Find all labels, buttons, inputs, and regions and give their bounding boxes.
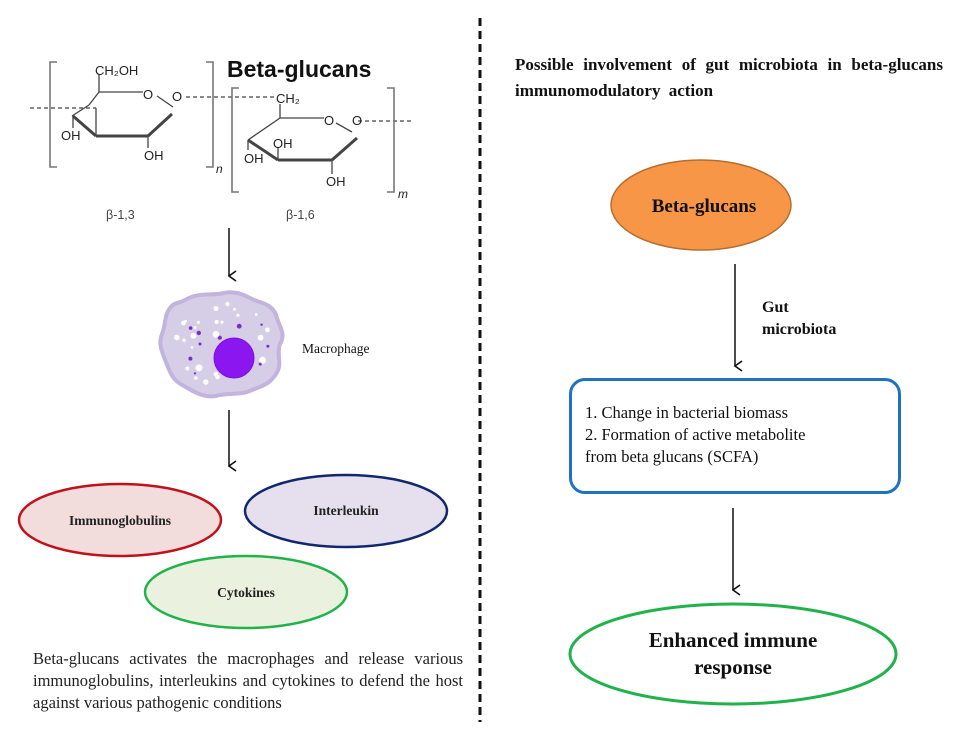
macrophage-vacuole [212,331,220,338]
macrophage-granule [188,326,193,330]
macrophage-granule [198,342,202,346]
macrophage-vacuole [254,313,258,316]
bracket-right-unit2 [387,87,395,193]
right-panel-title: Possible involvement of gut microbiota i… [515,55,943,100]
oh-mid-unit2: OH [273,136,293,151]
bracket-right-unit1 [206,61,214,168]
ring-oxygen-unit1: O [143,87,153,102]
macrophage-vacuole [203,379,209,385]
mechanism-item-2: 2. Formation of active metabolite [585,425,806,444]
linkage-label-b16: β-1,6 [286,208,315,222]
ring-unit1 [75,94,171,139]
macrophage-granule [188,356,193,361]
beta-glucan-structure [30,61,414,193]
macrophage-vacuole [193,326,197,329]
structure-labels: CH₂OH O O OH OH n CH₂ O O OH OH OH m β-1… [61,63,408,222]
oh-left-unit1: OH [61,128,81,143]
macrophage-vacuole [182,338,186,342]
macrophage-cell [158,290,285,399]
macrophage-vacuole [195,364,203,372]
macrophage-vacuole [232,307,236,311]
ch2-label: CH₂ [276,91,300,106]
macrophage-vacuole [225,302,230,307]
response-label-line1: Enhanced immune [649,628,818,652]
macrophage-vacuole [259,356,267,364]
bracket-left-unit2 [231,87,239,193]
macrophage-granule [266,344,270,348]
macrophage-vacuole [194,376,198,380]
macrophage-vacuole [214,320,219,324]
macrophage-vacuole [236,313,240,317]
mechanism-list: 1. Change in bacterial biomass 2. Format… [585,402,905,468]
ring-oxygen-unit2: O [324,113,334,128]
link-oxygen-unit2: O [352,113,362,128]
macrophage-label: Macrophage [302,341,370,356]
left-caption: Beta-glucans activates the macrophages a… [33,649,463,712]
interleukin-ellipse [243,473,449,549]
beta-glucans-title: Beta-glucans [227,56,372,82]
macrophage-vacuole [215,374,220,380]
beta-glucans-node [610,159,792,251]
bracket-left-unit1 [49,61,57,168]
macrophage-granule [236,323,242,329]
macrophage-vacuole [257,334,264,341]
macrophage-vacuole [213,306,219,311]
cytokines-ellipse [143,554,349,630]
macrophage-granule [258,362,262,366]
macrophage-vacuole [220,320,224,324]
gut-microbiota-label: Gut microbiota [762,297,836,341]
response-label-line2: response [694,655,772,679]
mediator-ellipses: Immunoglobulins Interleukin Cytokines [17,473,449,630]
mechanism-box [569,378,901,494]
immunoglobulins-label: Immunoglobulins [69,513,171,528]
gut-label-line1: Gut [762,299,789,316]
cytokines-label: Cytokines [217,585,275,600]
macrophage-vacuole [184,319,188,323]
gut-label-line2: microbiota [762,321,837,338]
oh-bottom-unit1: OH [144,148,164,163]
interleukin-label: Interleukin [313,503,379,518]
oh-left-unit2: OH [244,151,264,166]
macrophage-nucleus [213,337,255,379]
macrophage-vacuole [265,327,270,333]
macrophage-vacuole [196,320,200,324]
mechanism-item-1: 1. Change in bacterial biomass [585,403,788,422]
macrophage-vacuole [185,366,190,371]
oh-bottom-unit2: OH [326,174,346,189]
subscript-n: n [216,162,223,176]
macrophage-granule [260,323,263,326]
mechanism-item-3: from beta glucans (SCFA) [585,447,759,466]
macrophage-granule [196,330,201,336]
ch2oh-label: CH₂OH [95,63,138,78]
beta-glucans-node-label: Beta-glucans [652,196,757,217]
subscript-m: m [398,187,408,201]
macrophage-vacuole [190,332,197,339]
linkage-label-b13: β-1,3 [106,208,135,222]
macrophage-vacuole [190,346,194,349]
macrophage-granule [193,372,197,375]
macrophage-granule [217,335,222,340]
immunoglobulins-ellipse [17,482,223,558]
enhanced-immune-response-node [568,602,898,706]
macrophage-vacuole [174,334,180,341]
link-oxygen-unit1: O [172,89,182,104]
